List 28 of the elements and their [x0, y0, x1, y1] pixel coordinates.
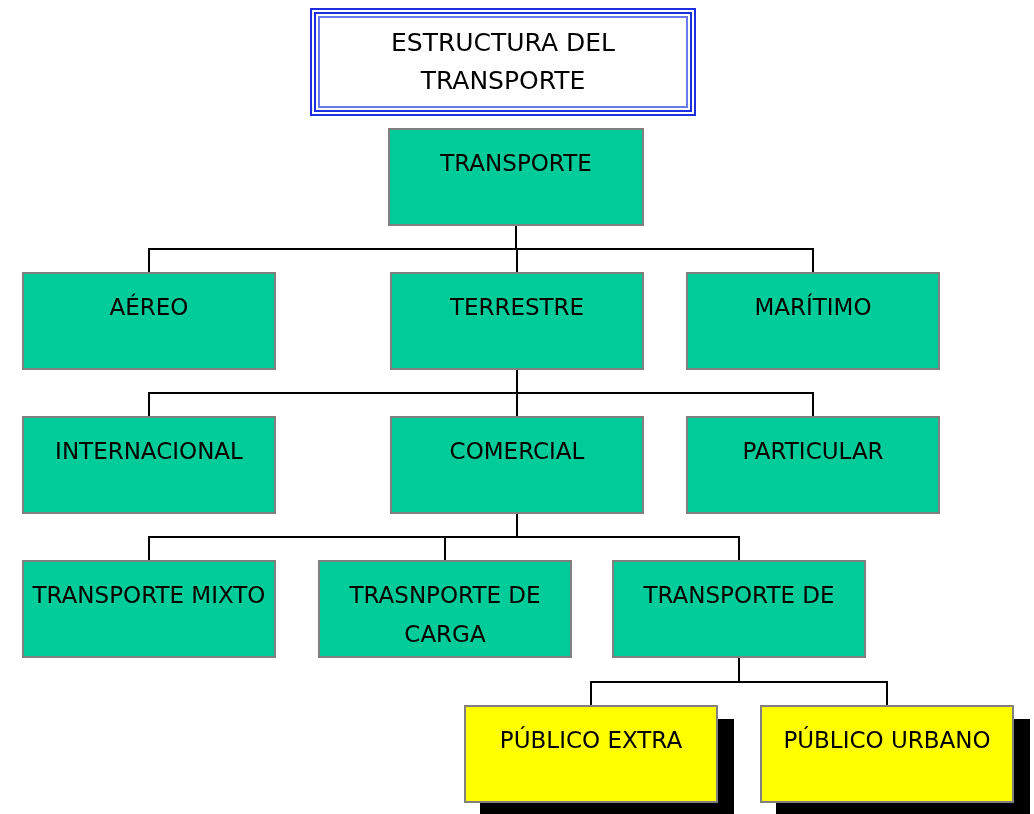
box-label: TRANSPORTE DE: [643, 581, 835, 610]
category-box: [390, 416, 644, 514]
box-label: TRANSPORTE MIXTO: [32, 581, 266, 610]
category-box: [388, 128, 644, 226]
box-label: AÉREO: [109, 292, 189, 322]
category-box: [22, 272, 276, 370]
category-box: [318, 560, 572, 658]
category-box: [390, 272, 644, 370]
box-label: INTERNACIONAL: [55, 437, 243, 466]
connector-line: [515, 225, 814, 273]
category-box: [22, 416, 276, 514]
connector-line: [738, 657, 888, 706]
box-label: PARTICULAR: [742, 437, 884, 466]
category-box: [612, 560, 866, 658]
box-label: PÚBLICO EXTRA: [499, 725, 683, 755]
category-box: [464, 705, 718, 803]
category-box: [686, 416, 940, 514]
box-label: MARÍTIMO: [754, 292, 872, 322]
box-label: COMERCIAL: [449, 437, 585, 466]
title: ESTRUCTURA DEL TRANSPORTE: [390, 27, 616, 97]
category-box: [686, 272, 940, 370]
box-label: PÚBLICO URBANO: [783, 725, 991, 755]
category-box: [22, 560, 276, 658]
box-label: TRANSPORTE: [440, 149, 592, 178]
box-label: TRASNPORTE DE CARGA: [348, 581, 542, 649]
box-label: TERRESTRE: [449, 293, 585, 322]
category-box: [760, 705, 1014, 803]
connector-line: [516, 369, 814, 417]
